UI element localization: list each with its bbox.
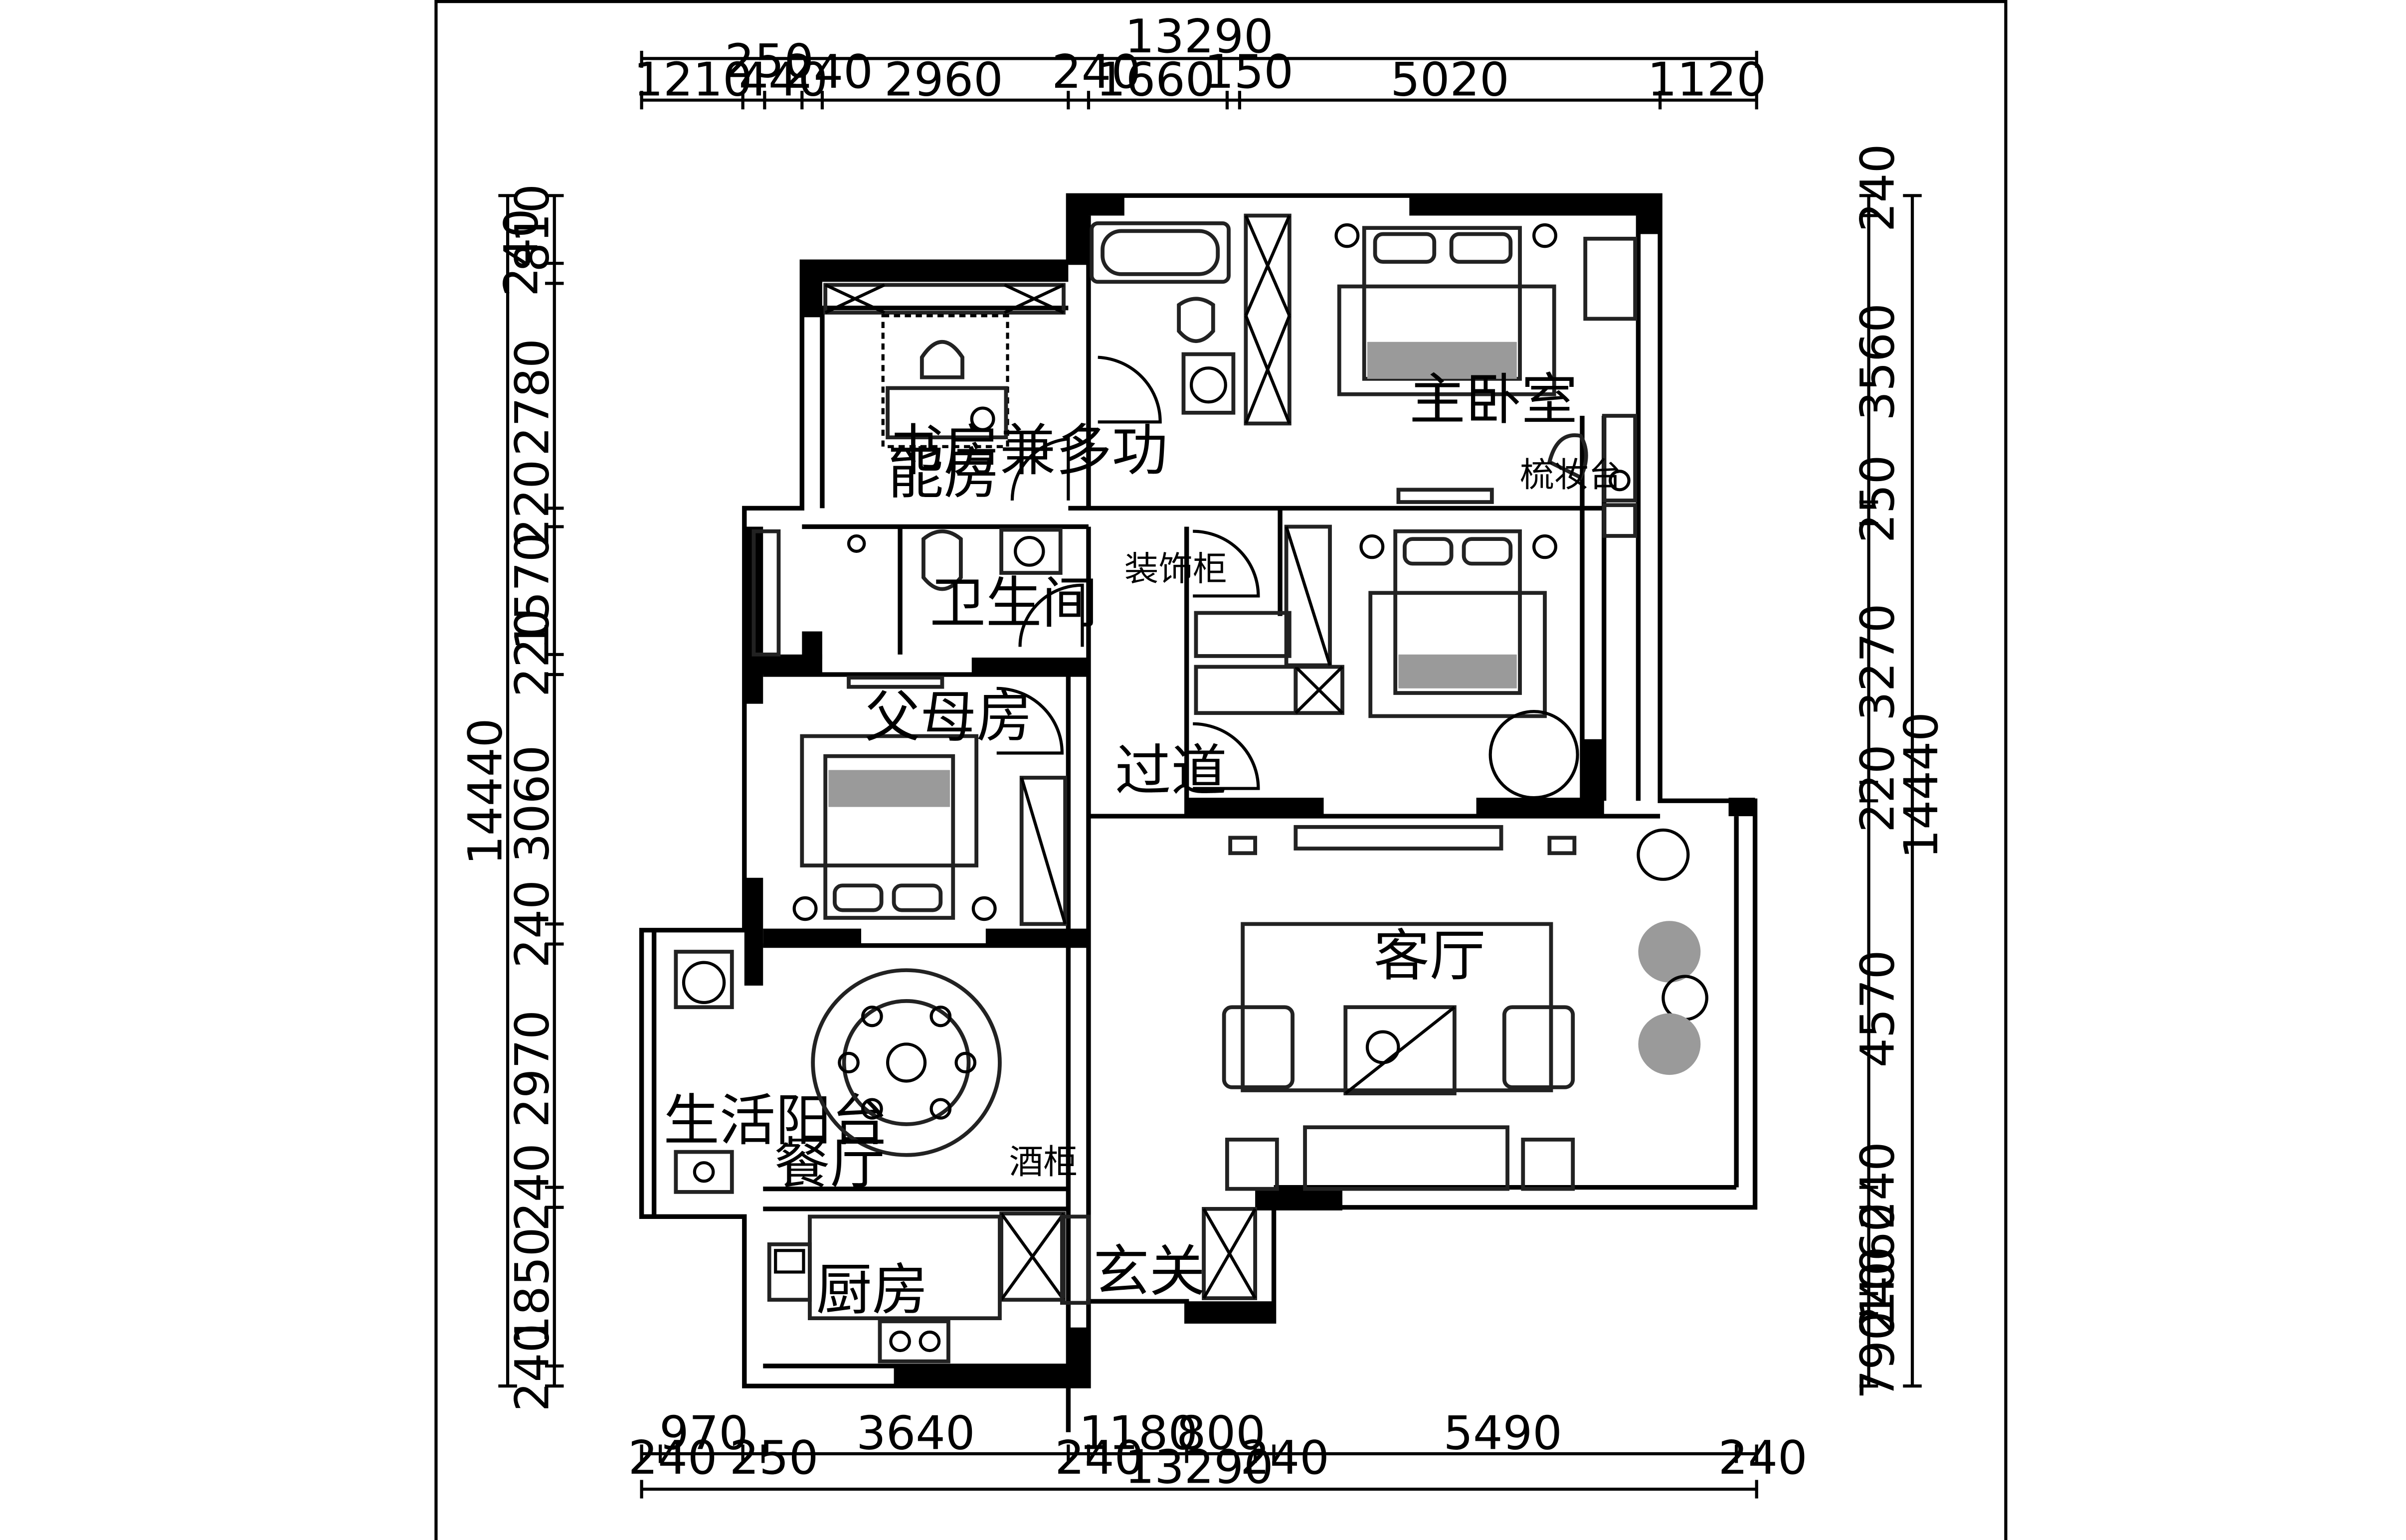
right-dimensions: 240 3560 250 3270 220 4570 240 1060 240 … <box>1851 144 1948 1399</box>
top-dimensions: 13290 250 240 240 150 1210 440 2960 1660… <box>634 9 1766 110</box>
balcony-fixtures <box>674 950 734 1194</box>
room-label-parents: 父母房 <box>864 685 1032 749</box>
right-dim-9: 240 <box>1851 1246 1905 1335</box>
room-label-study-1: 书房兼多功 <box>888 419 1168 483</box>
bottom-dimensions: 970 3640 1180 800 5490 240 250 240 240 2… <box>628 1406 1808 1499</box>
top-dim-b: 240 <box>784 45 873 99</box>
left-dim-4: 220 <box>505 460 559 548</box>
entrance-cabinet <box>1202 1207 1258 1300</box>
left-dim-6: 220 <box>505 609 559 697</box>
top-dim-i: 5020 <box>1390 53 1509 106</box>
left-dim-8: 240 <box>505 880 559 968</box>
right-dim-3: 250 <box>1851 455 1905 543</box>
kitchen-fixtures <box>767 1214 1002 1364</box>
room-label-bathroom: 卫生间 <box>929 571 1098 636</box>
left-dim-11: 1850 <box>505 1227 559 1345</box>
left-dim-10: 240 <box>505 1143 559 1231</box>
label-decor-cabinet: 装饰柜 <box>1124 550 1227 589</box>
bottom-dim-j: 240 <box>1718 1431 1808 1485</box>
right-dim-8: 1060 <box>1851 1202 1905 1320</box>
room-label-kitchen: 厨房 <box>816 1258 928 1322</box>
bottom-dim-f: 240 <box>628 1431 718 1485</box>
label-wine-cabinet: 酒柜 <box>1009 1143 1078 1182</box>
right-dim-7: 240 <box>1851 1142 1905 1230</box>
right-dim-6: 4570 <box>1851 950 1905 1067</box>
dining-room-furniture <box>811 968 1091 1305</box>
left-dim-12: 240 <box>505 1324 559 1412</box>
left-dim-5: 1570 <box>505 532 559 650</box>
bottom-dim-b: 3640 <box>856 1406 975 1460</box>
top-dim-h: 1660 <box>1096 53 1215 106</box>
top-dim-d: 150 <box>1204 45 1294 99</box>
master-bath-fixtures <box>1090 213 1292 426</box>
left-dim-7: 3060 <box>505 745 559 863</box>
room-label-corridor: 过道 <box>1115 739 1227 803</box>
right-dim-5: 220 <box>1851 744 1905 833</box>
left-dim-1: 240 <box>494 208 549 297</box>
room-label-entrance: 玄关 <box>1093 1239 1205 1304</box>
right-dim-1: 240 <box>1851 144 1905 232</box>
top-dim-f: 440 <box>739 53 828 106</box>
bottom-dim-e: 5490 <box>1443 1406 1562 1460</box>
left-dimensions: 14440 240 810 2780 220 1570 220 3060 240… <box>458 184 564 1412</box>
top-dim-e: 1210 <box>634 53 752 106</box>
room-label-dining: 餐厅 <box>774 1132 886 1196</box>
room-label-master-bedroom: 主卧室 <box>1409 368 1577 432</box>
top-dim-c: 240 <box>1052 45 1141 99</box>
study-furniture <box>823 283 1066 448</box>
bottom-dim-d: 800 <box>1176 1406 1266 1460</box>
top-total-dim: 13290 <box>1125 9 1274 63</box>
left-total-dim: 14440 <box>458 718 513 865</box>
drawing-frame <box>434 0 2008 1540</box>
bathroom-fixtures <box>751 527 1063 657</box>
label-dresser: 梳妆台 <box>1520 456 1623 495</box>
doors <box>996 355 1260 790</box>
parents-room-furniture <box>792 676 1068 926</box>
right-dim-10: 790 <box>1851 1311 1905 1399</box>
bottom-dim-a: 970 <box>659 1406 748 1460</box>
bottom-dim-g: 250 <box>730 1431 819 1485</box>
top-dim-j: 1120 <box>1648 53 1766 106</box>
bottom-dim-i: 240 <box>1240 1431 1329 1485</box>
left-dim-3: 2780 <box>505 339 559 456</box>
right-dim-2: 3560 <box>1851 303 1905 421</box>
room-label-living: 客厅 <box>1373 924 1485 988</box>
right-dim-4: 3270 <box>1851 603 1905 721</box>
left-dim-2: 810 <box>505 184 559 272</box>
room-label-study-2: 能房 <box>888 442 1000 506</box>
room-label-utility-balcony: 生活阳台 <box>663 1088 888 1153</box>
right-total-dim: 14440 <box>1894 712 1949 859</box>
master-bedroom-furniture <box>1334 223 1638 538</box>
bedroom-two-furniture <box>1194 524 1579 800</box>
top-dim-a: 250 <box>725 34 814 88</box>
left-dim-9: 2970 <box>505 1010 559 1128</box>
bottom-dim-h: 240 <box>1055 1431 1144 1485</box>
bottom-dim-c: 1180 <box>1079 1406 1198 1460</box>
living-room-furniture <box>1222 825 1708 1191</box>
bottom-total-dim: 13290 <box>1125 1440 1274 1494</box>
walls <box>639 193 1758 1432</box>
top-dim-g: 2960 <box>884 53 1003 106</box>
